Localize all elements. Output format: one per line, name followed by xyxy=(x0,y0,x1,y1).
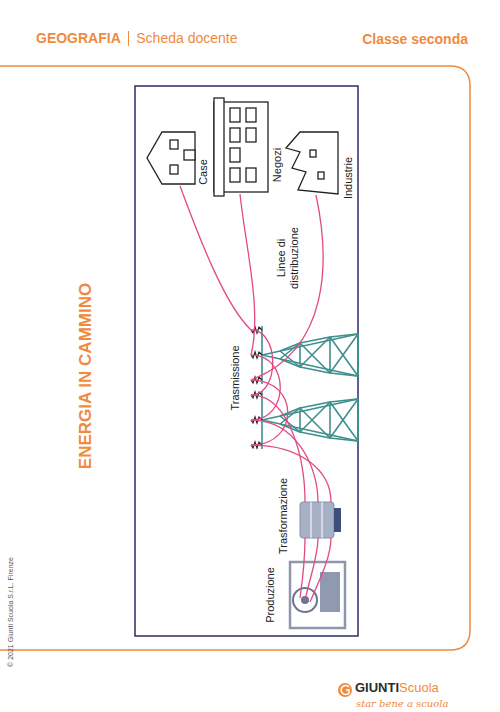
sheet-title: ENERGIA IN CAMMINO xyxy=(76,283,96,469)
diagram-label: Industrie xyxy=(342,157,355,199)
transformer-icon xyxy=(300,502,341,538)
diagram-label: Linee di distribuzione xyxy=(275,213,300,303)
logo-text: Scuola xyxy=(399,681,439,696)
page-frame xyxy=(0,66,470,650)
pylon xyxy=(262,326,358,384)
subject-heading: GEOGRAFIA xyxy=(36,30,121,46)
header-row: GEOGRAFIA Scheda docente xyxy=(36,30,237,46)
power-plant-icon xyxy=(290,562,345,628)
logo-tagline: star bene a scuola xyxy=(356,698,448,710)
factory-icon xyxy=(286,132,338,194)
diagram-label: Case xyxy=(197,159,210,185)
diagram-label: Trasformazione xyxy=(277,478,290,554)
diagram-label: Trasmissione xyxy=(229,346,242,411)
sheet-type: Scheda docente xyxy=(136,30,237,46)
separator-bar xyxy=(128,31,130,46)
shop-icon xyxy=(214,98,268,196)
diagram-frame xyxy=(135,86,358,636)
class-level: Classe seconda xyxy=(362,31,468,47)
logo-row: GIUNTIScuola xyxy=(355,681,439,696)
pylon xyxy=(262,391,358,449)
diagram-label: Produzione xyxy=(264,567,277,623)
power-line xyxy=(180,186,331,602)
logo-text: GIUNTI xyxy=(355,681,399,696)
logo-mark xyxy=(338,683,352,697)
diagram-label: Negozi xyxy=(271,148,284,182)
house-icon xyxy=(147,132,195,184)
copyright-note: © 2021 Giunti Scuola S.r.L. Firenze xyxy=(7,557,15,667)
